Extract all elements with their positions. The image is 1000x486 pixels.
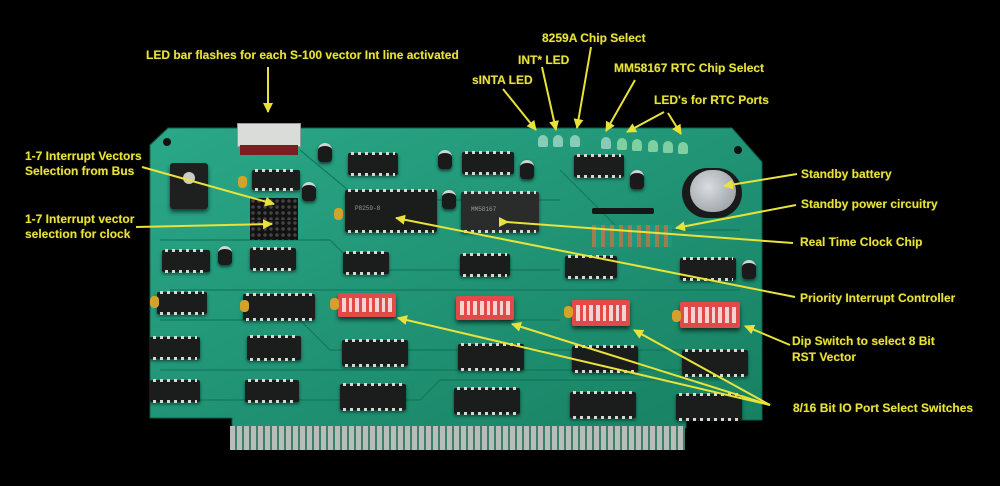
ceramic-capacitor — [240, 300, 249, 312]
label-rtc-port-leds: LED's for RTC Ports — [654, 93, 769, 107]
ic — [243, 293, 315, 321]
ic — [676, 393, 742, 421]
electrolytic-capacitor — [302, 182, 316, 201]
ic — [150, 379, 200, 403]
label-vectors-from-bus-2: Selection from Bus — [25, 164, 135, 178]
label-dip-rst-2: RST Vector — [792, 350, 857, 364]
ic — [250, 247, 296, 271]
ic — [572, 345, 638, 373]
ic — [162, 249, 210, 273]
ic — [574, 154, 624, 178]
rtc-port-led — [678, 142, 688, 154]
label-vectors-from-bus-1: 1-7 Interrupt Vectors — [25, 149, 142, 163]
label-vector-clock-2: selection for clock — [25, 227, 131, 241]
rtc-port-led — [617, 138, 627, 150]
electrolytic-capacitor — [520, 160, 534, 179]
chip-mm58167-rtc: MM58167 — [461, 191, 539, 233]
ic — [348, 152, 398, 176]
label-led-bar: LED bar flashes for each S-100 vector In… — [146, 48, 459, 62]
ceramic-capacitor — [672, 310, 681, 322]
ceramic-capacitor — [238, 176, 247, 188]
label-rtc-chip: Real Time Clock Chip — [800, 235, 923, 249]
chip-select-8259a-led — [570, 135, 580, 147]
dip-switch-io-port-2[interactable] — [456, 296, 514, 320]
label-rtc-chip-select: MM58167 RTC Chip Select — [614, 61, 765, 75]
electrolytic-capacitor — [442, 190, 456, 209]
label-int-led: INT* LED — [518, 53, 570, 67]
ic — [343, 251, 389, 275]
s100-edge-connector — [230, 426, 685, 450]
chip-8259a-pic: P8259-8 — [345, 189, 437, 233]
ic — [342, 339, 408, 367]
label-standby-battery: Standby battery — [801, 167, 892, 181]
led-bar-base — [240, 145, 298, 155]
rtc-port-led — [663, 141, 673, 153]
electrolytic-capacitor — [218, 246, 232, 265]
dip-switch-io-port-1[interactable] — [338, 293, 396, 317]
label-dip-rst-1: Dip Switch to select 8 Bit — [792, 334, 935, 348]
label-standby-power: Standby power circuitry — [801, 197, 938, 211]
electrolytic-capacitor — [438, 150, 452, 169]
label-8259a-chip-select: 8259A Chip Select — [542, 31, 646, 45]
ic — [340, 383, 406, 411]
rtc-port-led — [648, 140, 658, 152]
ic — [454, 387, 520, 415]
electrolytic-capacitor — [318, 143, 332, 162]
ceramic-capacitor — [150, 296, 159, 308]
ic — [252, 169, 300, 191]
ic — [247, 335, 301, 361]
ic — [157, 291, 207, 315]
jumper-block-bus — [250, 198, 298, 220]
dip-switch-rst-vector[interactable] — [680, 302, 740, 328]
ic — [458, 343, 524, 371]
electrolytic-capacitor — [630, 170, 644, 189]
int-led — [553, 135, 563, 147]
chip-marking: P8259-8 — [355, 204, 381, 212]
sinta-led — [538, 135, 548, 147]
crystal — [592, 208, 654, 214]
ceramic-capacitor — [564, 306, 573, 318]
label-io-port-switches: 8/16 Bit IO Port Select Switches — [793, 401, 974, 415]
dip-switch-io-port-3[interactable] — [572, 300, 630, 326]
ceramic-capacitor — [334, 208, 343, 220]
label-vector-clock-1: 1-7 Interrupt vector — [25, 212, 135, 226]
ic — [150, 336, 200, 360]
ceramic-capacitor — [330, 298, 339, 310]
label-pic: Priority Interrupt Controller — [800, 291, 956, 305]
ic — [570, 391, 636, 419]
rtc-chip-select-led — [601, 137, 611, 149]
electrolytic-capacitor — [742, 260, 756, 279]
chip-marking: MM58167 — [471, 206, 497, 213]
ic — [460, 253, 510, 277]
standby-battery-cell — [690, 170, 736, 212]
rtc-port-led — [632, 139, 642, 151]
voltage-regulator-heatsink — [170, 163, 208, 209]
ic — [462, 151, 514, 175]
label-sinta-led: sINTA LED — [472, 73, 533, 87]
ic — [245, 379, 299, 403]
